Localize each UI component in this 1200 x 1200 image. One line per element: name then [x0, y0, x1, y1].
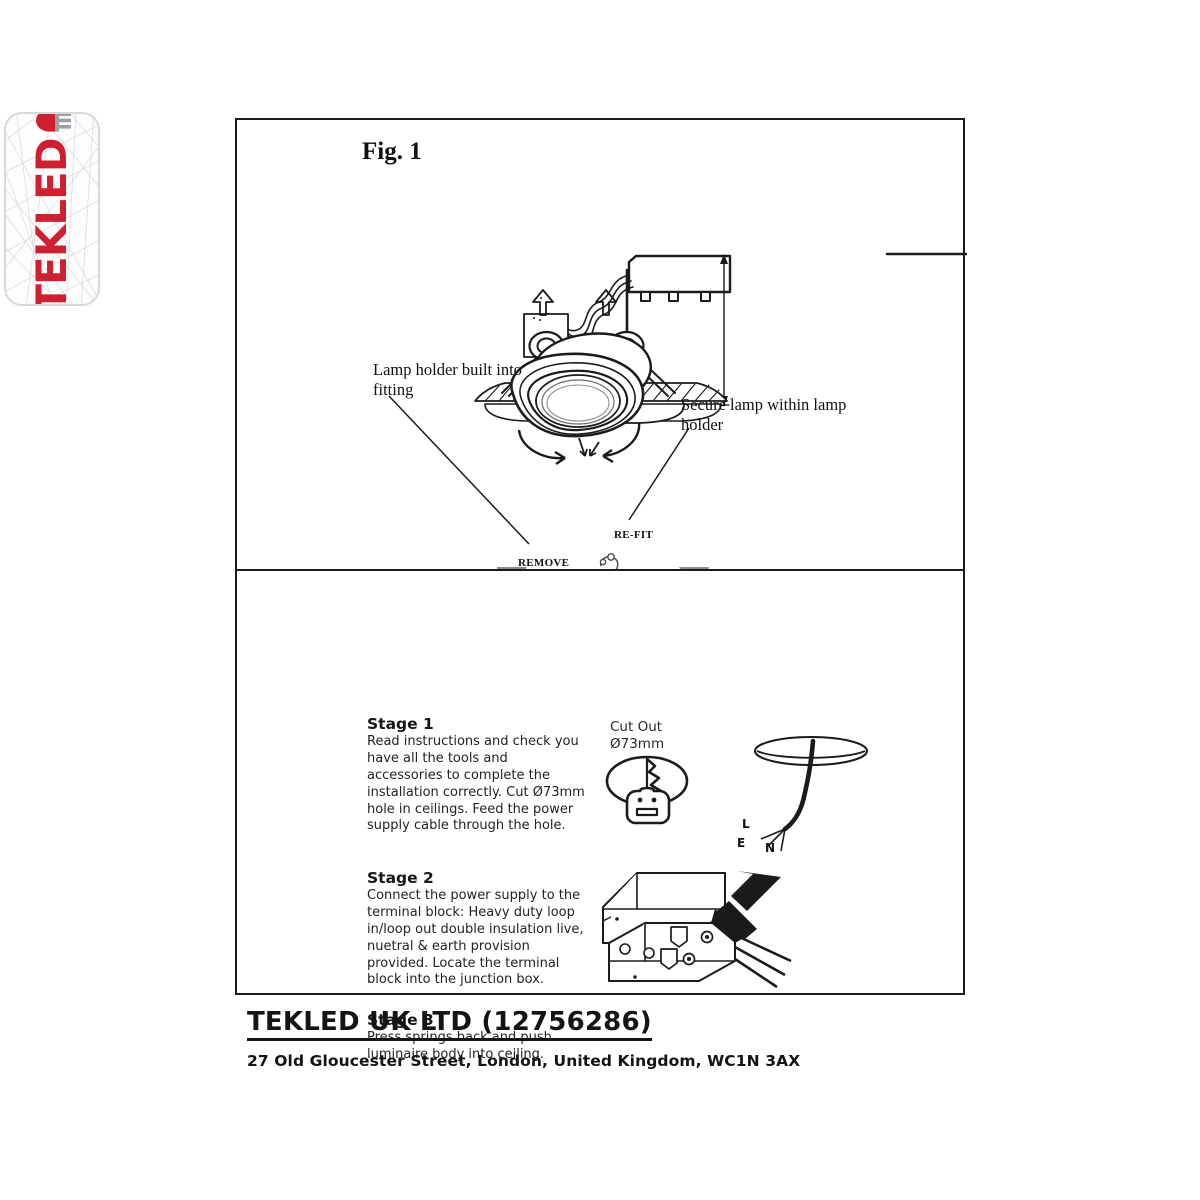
figure-1-title: Fig. 1: [362, 138, 422, 165]
company-address: 27 Old Gloucester Street, London, United…: [247, 1052, 801, 1071]
cut-out-line-1: Cut Out: [610, 719, 663, 735]
company-name: TEKLED UK LTD (12756286): [247, 1007, 652, 1042]
logo-wordmark: TEKLED: [27, 138, 76, 306]
stage-2-block: Stage 2 Connect the power supply to the …: [367, 869, 585, 989]
stage-2-body: Connect the power supply to the terminal…: [367, 888, 584, 988]
stage-3-body: Press springs back and push luminaire bo…: [367, 1030, 552, 1062]
led-bulb-icon: [36, 114, 71, 132]
tekled-logo-badge: TEKLED: [4, 112, 100, 306]
stage-1-body: Read instructions and check you have all…: [367, 734, 585, 834]
callout-secure-lamp: Secure lamp within lamp holder: [681, 395, 847, 435]
cut-out-label: Cut Out Ø73mm: [610, 719, 664, 754]
stage-1-title: Stage 1: [367, 715, 434, 733]
stage-3-title: Stage 3: [367, 1011, 434, 1029]
figure-1-drawing: [388, 252, 967, 569]
frame-divider: [237, 569, 963, 571]
wire-label-neutral: N: [765, 841, 776, 855]
logo-web-background: [6, 114, 98, 304]
callout-lamp-holder: Lamp holder built into fitting: [373, 360, 522, 400]
stages-diagrams: [602, 736, 868, 989]
stage-1-block: Stage 1 Read instructions and check you …: [367, 715, 585, 835]
logo-lockup: TEKLED: [27, 114, 76, 306]
installation-stages-section: Stage 1 Read instructions and check you …: [237, 571, 967, 1062]
cut-out-line-2: Ø73mm: [610, 736, 665, 753]
stage-3-block: Stage 3 Press springs back and push lumi…: [367, 1011, 585, 1064]
instruction-sheet-frame: Fig. 1: [235, 118, 967, 1062]
wire-label-live: L: [742, 817, 750, 831]
label-remove: REMOVE: [518, 557, 570, 569]
stage-2-title: Stage 2: [367, 869, 434, 887]
label-refit: RE-FIT: [614, 529, 654, 541]
wire-label-earth: E: [737, 836, 746, 850]
footer: TEKLED UK LTD (12756286) 27 Old Gloucest…: [247, 1007, 947, 1071]
